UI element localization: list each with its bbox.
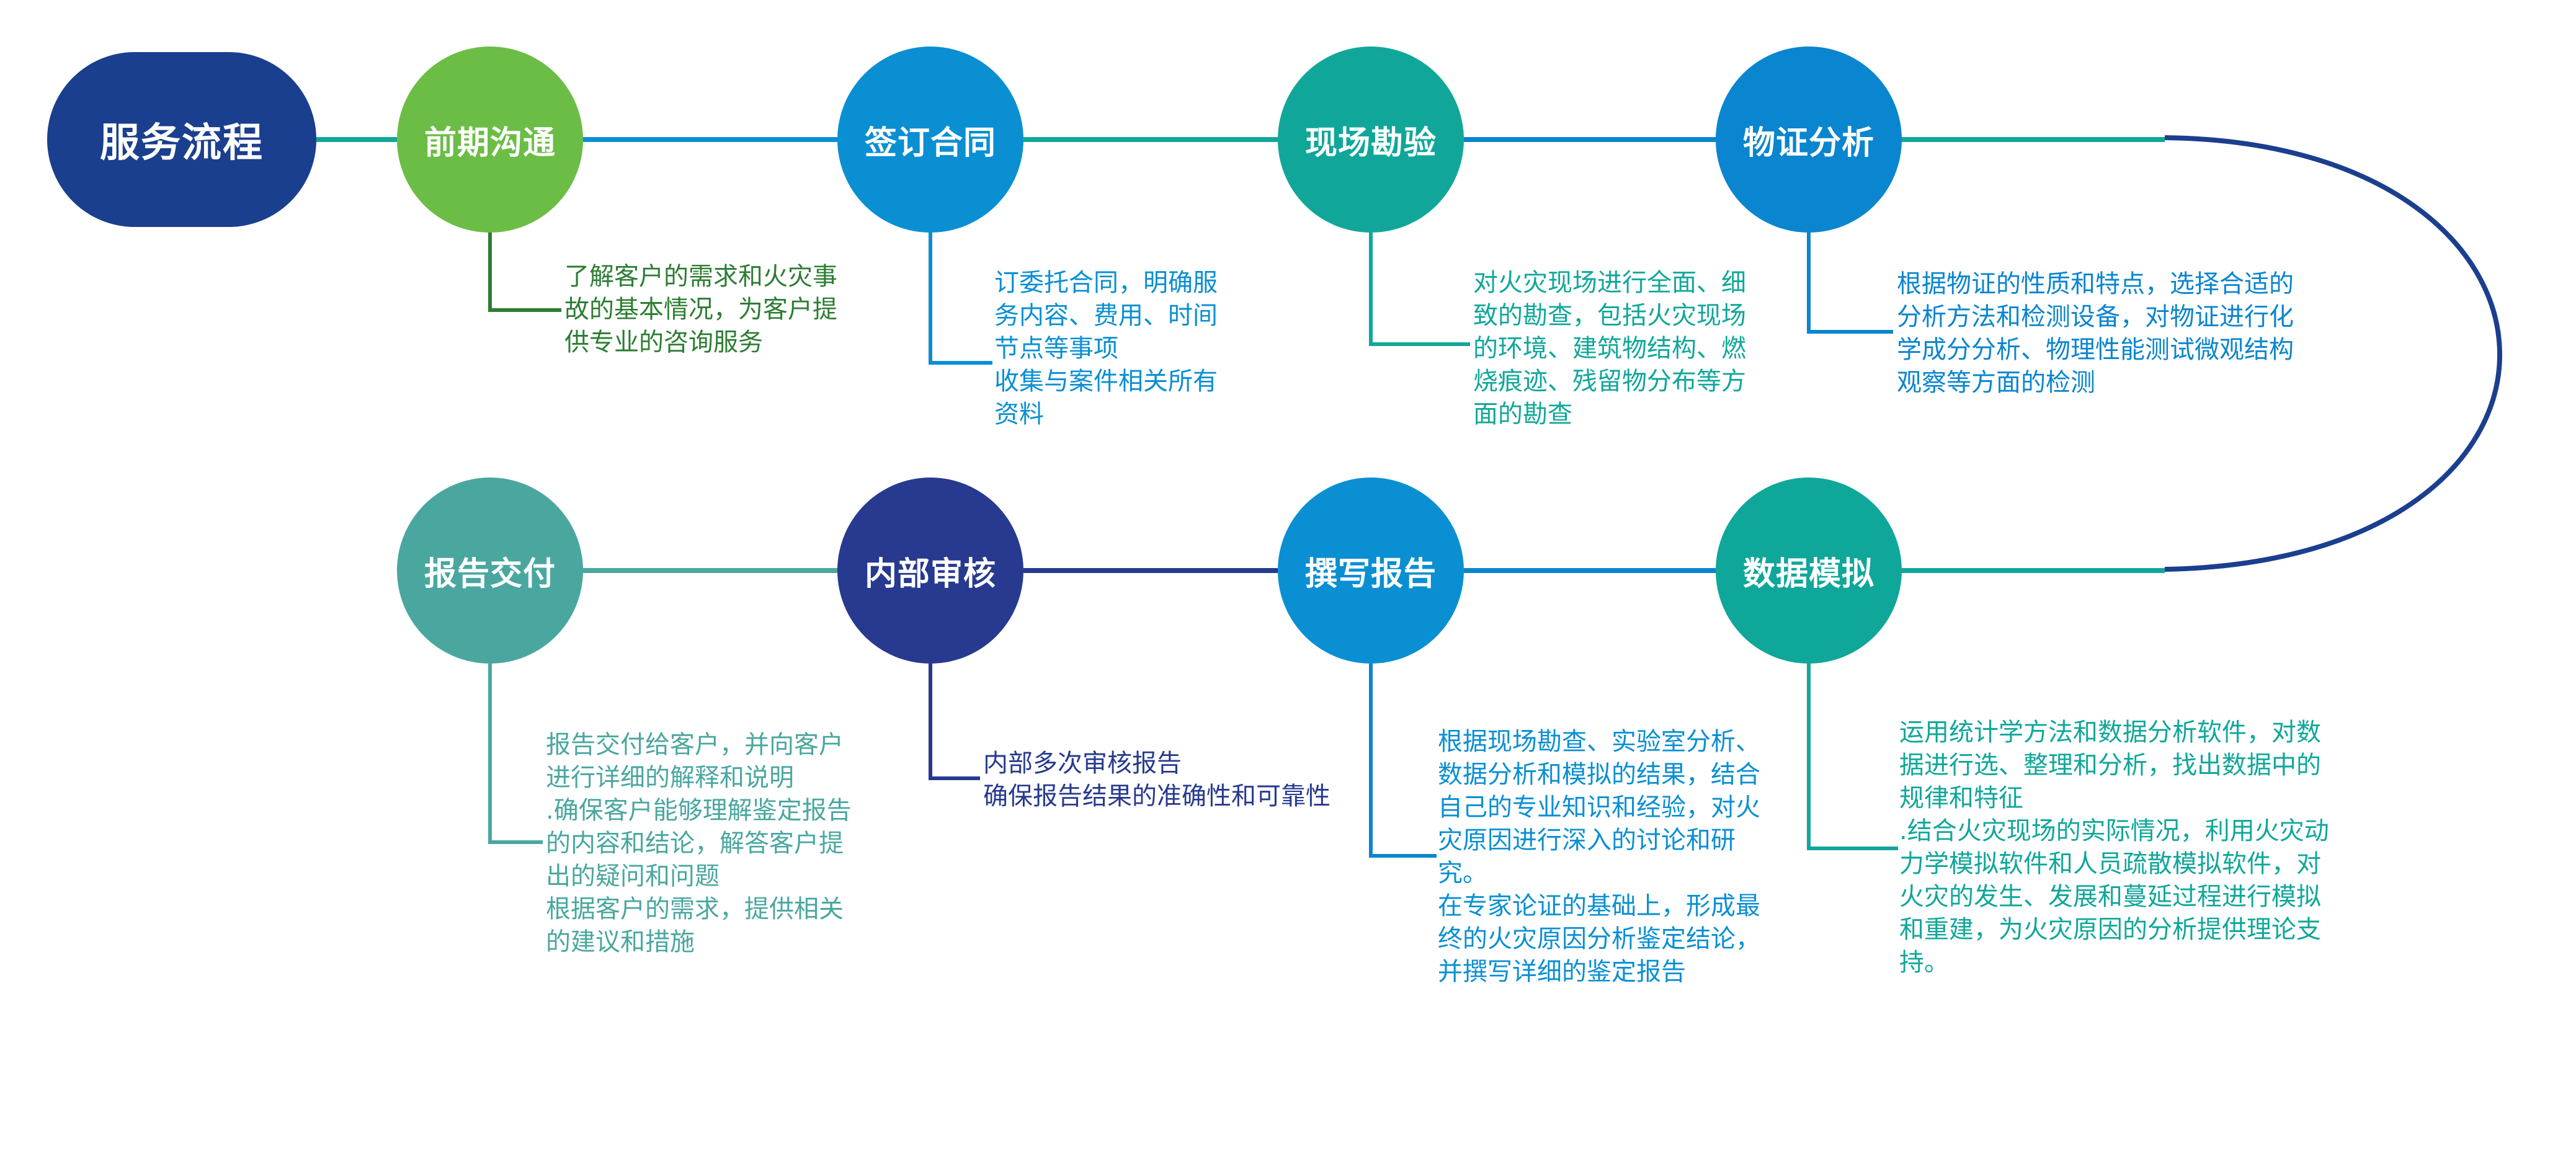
desc-line: 观察等方面的检测 — [1897, 368, 2095, 397]
step-desc-neibu-shenhe: 内部多次审核报告 确保报告结果的准确性和可靠性 — [983, 747, 1330, 813]
desc-line: 分析方法和检测设备，对物证进行化 — [1897, 303, 2294, 331]
desc-line: 根据客户的需求，提供相关 — [546, 895, 844, 923]
leader-step8 — [488, 664, 543, 844]
step-node-shuju-moni: 数据模拟 — [1716, 478, 1902, 664]
desc-line: 供专业的咨询服务 — [564, 328, 763, 357]
leader-step7 — [929, 664, 980, 780]
desc-line: 规律和特征 — [1899, 784, 2023, 812]
desc-line: 火灾的发生、发展和蔓延过程进行模拟 — [1899, 882, 2321, 911]
step-desc-baogao-jiaofu: 报告交付给客户，并向客户 进行详细的解释和说明 .确保客户能够理解鉴定报告 的内… — [546, 729, 852, 959]
step-node-neibu-shenhe: 内部审核 — [837, 478, 1023, 664]
leader-step4 — [1807, 233, 1893, 334]
desc-line: 运用统计学方法和数据分析软件，对数 — [1899, 718, 2321, 747]
desc-line: 资料 — [994, 400, 1044, 429]
step-desc-zhuanxie-baogao: 根据现场勘查、实验室分析、 数据分析和模拟的结果，结合 自己的专业知识和经验，对… — [1438, 726, 1760, 989]
leader-step6 — [1369, 664, 1437, 858]
desc-line: 终的火灾原因分析鉴定结论， — [1438, 925, 1760, 953]
desc-line: 订委托合同，明确服 — [994, 269, 1218, 297]
leader-step1 — [488, 233, 561, 312]
desc-line: 报告交付给客户，并向客户 — [546, 731, 844, 759]
desc-line: 了解客户的需求和火灾事 — [564, 262, 837, 291]
desc-line: 学成分分析、物理性能测试微观结构 — [1897, 336, 2294, 364]
step-desc-xianchang-kanyan: 对火灾现场进行全面、细 致的勘查，包括火灾现场 的环境、建筑物结构、燃 烧痕迹、… — [1473, 267, 1746, 431]
desc-line: 务内容、费用、时间 — [994, 301, 1218, 330]
step-node-qianding-hetong: 签订合同 — [837, 47, 1023, 233]
desc-line: 根据物证的性质和特点，选择合适的 — [1897, 270, 2294, 298]
desc-line: 节点等事项 — [994, 334, 1118, 363]
desc-line: 的建议和措施 — [546, 928, 695, 956]
step-node-baogao-jiaofu: 报告交付 — [397, 478, 583, 664]
step-node-xianchang-kanyan: 现场勘验 — [1278, 47, 1464, 233]
step-node-wuzheng-fenxi: 物证分析 — [1716, 47, 1902, 233]
step-desc-shuju-moni: 运用统计学方法和数据分析软件，对数 据进行选、整理和分析，找出数据中的 规律和特… — [1899, 716, 2329, 979]
desc-line: 数据分析和模拟的结果，结合 — [1438, 760, 1760, 789]
title-pill: 服务流程 — [47, 52, 316, 227]
desc-line: 在专家论证的基础上，形成最 — [1438, 892, 1760, 920]
desc-line: 的内容和结论，解答客户提 — [546, 829, 844, 858]
desc-line: 究。 — [1438, 859, 1487, 887]
desc-line: 并撰写详细的鉴定报告 — [1438, 958, 1686, 986]
desc-line: .结合火灾现场的实际情况，利用火灾动 — [1899, 817, 2329, 845]
step-desc-wuzheng-fenxi: 根据物证的性质和特点，选择合适的 分析方法和检测设备，对物证进行化 学成分分析、… — [1897, 268, 2294, 399]
desc-line: 烧痕迹、残留物分布等方 — [1473, 367, 1746, 396]
desc-line: 收集与案件相关所有 — [994, 367, 1218, 396]
desc-line: 故的基本情况，为客户提 — [564, 295, 837, 324]
desc-line: 根据现场勘查、实验室分析、 — [1438, 727, 1760, 756]
desc-line: 据进行选、整理和分析，找出数据中的 — [1899, 751, 2321, 780]
desc-line: 出的疑问和问题 — [546, 862, 720, 891]
desc-line: 自己的专业知识和经验，对火 — [1438, 793, 1760, 822]
desc-line: 面的勘查 — [1473, 400, 1572, 429]
connector-arc — [2164, 135, 2502, 572]
leader-step5 — [1807, 664, 1898, 850]
step-node-zhuanxie-baogao: 撰写报告 — [1278, 478, 1464, 664]
step-node-qianqi-goutong: 前期沟通 — [397, 47, 583, 233]
desc-line: 力学模拟软件和人员疏散模拟软件，对 — [1899, 850, 2321, 878]
desc-line: 致的勘查，包括火灾现场 — [1473, 301, 1746, 330]
desc-line: .确保客户能够理解鉴定报告 — [546, 796, 852, 825]
leader-step3 — [1369, 233, 1470, 346]
leader-step2 — [929, 233, 992, 365]
desc-line: 对火灾现场进行全面、细 — [1473, 269, 1746, 297]
desc-line: 内部多次审核报告 — [983, 749, 1182, 778]
desc-line: 进行详细的解释和说明 — [546, 763, 794, 792]
desc-line: 持。 — [1899, 948, 1949, 977]
desc-line: 灾原因进行深入的讨论和研 — [1438, 826, 1736, 855]
desc-line: 确保报告结果的准确性和可靠性 — [983, 782, 1330, 811]
desc-line: 的环境、建筑物结构、燃 — [1473, 334, 1746, 363]
step-desc-qianding-hetong: 订委托合同，明确服 务内容、费用、时间 节点等事项 收集与案件相关所有 资料 — [994, 267, 1218, 431]
step-desc-qianqi-goutong: 了解客户的需求和火灾事 故的基本情况，为客户提 供专业的咨询服务 — [564, 260, 837, 359]
desc-line: 和重建，为火灾原因的分析提供理论支 — [1899, 915, 2321, 944]
